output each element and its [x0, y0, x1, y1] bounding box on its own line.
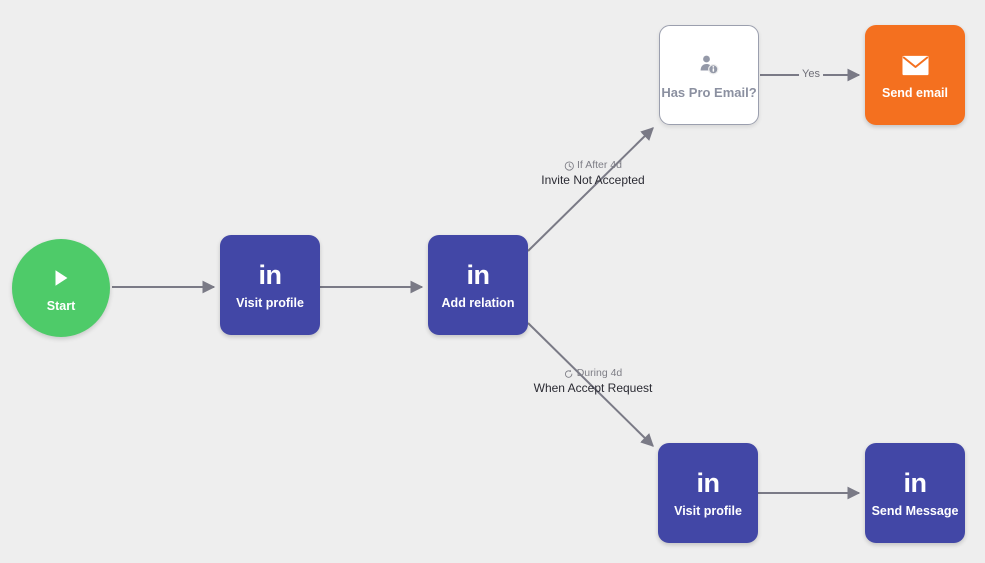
edge-main-label: Invite Not Accepted	[541, 173, 645, 187]
linkedin-icon: in	[696, 467, 721, 498]
node-send-email[interactable]: Send email	[865, 25, 965, 125]
linkedin-icon: in	[903, 467, 928, 498]
linkedin-wordmark: in	[258, 259, 283, 290]
node-visit-profile-2[interactable]: in Visit profile	[658, 443, 758, 543]
envelope-icon	[901, 50, 929, 80]
edge-timer-during-4d: During 4d	[564, 367, 623, 380]
edge-timer-label: During 4d	[576, 367, 623, 379]
person-info-icon	[697, 50, 721, 80]
node-label: Has Pro Email?	[661, 85, 757, 100]
edge-add-relation-to-has-pro-email	[527, 127, 654, 252]
edge-timer-label: If After 4d	[577, 159, 622, 171]
edge-main-label: When Accept Request	[533, 381, 653, 395]
linkedin-wordmark: in	[466, 259, 491, 290]
edge-label-when-accept-request: During 4d When Accept Request	[534, 367, 653, 396]
linkedin-wordmark: in	[903, 467, 928, 498]
node-label: Send Message	[871, 504, 959, 518]
node-send-message[interactable]: in Send Message	[865, 443, 965, 543]
linkedin-icon: in	[466, 259, 491, 290]
node-start[interactable]: Start	[12, 239, 110, 337]
node-label: Visit profile	[236, 296, 304, 310]
linkedin-wordmark: in	[696, 467, 721, 498]
edge-label-yes: Yes	[799, 68, 823, 80]
node-has-pro-email[interactable]: Has Pro Email?	[659, 25, 759, 125]
play-icon	[50, 263, 72, 293]
refresh-icon	[565, 369, 573, 378]
edge-label-invite-not-accepted: If After 4d Invite Not Accepted	[541, 159, 644, 188]
linkedin-icon: in	[258, 259, 283, 290]
node-label: Send email	[882, 86, 948, 100]
node-label: Add relation	[441, 296, 515, 310]
node-start-label: Start	[46, 299, 76, 313]
node-label: Visit profile	[674, 504, 742, 518]
clock-icon	[564, 160, 574, 171]
node-add-relation[interactable]: in Add relation	[428, 235, 528, 335]
edge-timer-if-after-4d: If After 4d	[564, 159, 622, 172]
node-visit-profile-1[interactable]: in Visit profile	[220, 235, 320, 335]
